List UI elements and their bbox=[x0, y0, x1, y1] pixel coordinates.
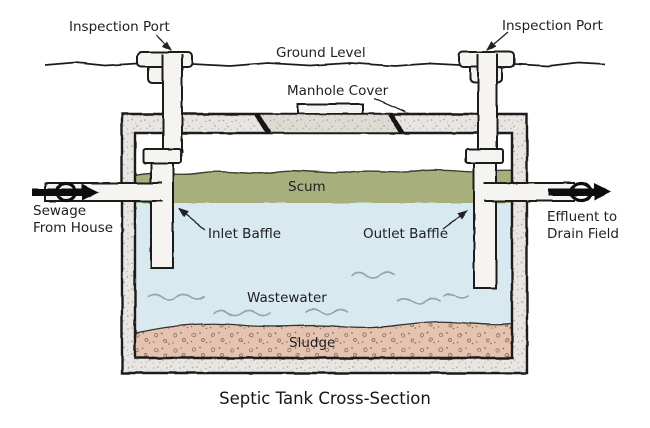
sludge-speckles bbox=[135, 321, 512, 358]
leader-inspection-port-right bbox=[486, 31, 509, 51]
label-sewage-line2: From House bbox=[33, 220, 113, 236]
label-inspection-port-right: Inspection Port bbox=[502, 18, 603, 34]
inflow-arrow-icon bbox=[82, 183, 99, 201]
outlet-baffle-pipe bbox=[473, 159, 497, 289]
label-sewage-line1: Sewage bbox=[33, 203, 86, 219]
label-ground-level: Ground Level bbox=[276, 45, 366, 61]
water-wave-squiggles bbox=[147, 271, 469, 317]
diagram-labels: Inspection Port Inspection Port Ground L… bbox=[33, 18, 619, 408]
outlet-baffle-cap bbox=[465, 148, 504, 164]
outlet-pipe-ring bbox=[569, 181, 593, 203]
leader-inlet-baffle bbox=[177, 208, 206, 231]
scum-layer bbox=[135, 170, 512, 203]
label-sludge: Sludge bbox=[289, 335, 335, 351]
inlet-baffle-pipe bbox=[150, 159, 174, 269]
leader-inspection-port-left bbox=[155, 34, 172, 51]
outlet-pipe-outline bbox=[484, 182, 575, 202]
inspection-riser-right bbox=[478, 53, 497, 153]
leader-outlet-baffle bbox=[442, 210, 469, 230]
tank-contents bbox=[135, 169, 512, 358]
leader-manhole-cover bbox=[373, 97, 407, 113]
label-outlet-baffle: Outlet Baffle bbox=[363, 226, 448, 242]
label-wastewater: Wastewater bbox=[247, 290, 327, 306]
manhole-cover-texture bbox=[255, 113, 404, 134]
label-manhole-cover: Manhole Cover bbox=[287, 83, 389, 99]
outflow-arrow-icon bbox=[594, 183, 611, 201]
manhole-cover-handle bbox=[297, 103, 364, 115]
sludge-top-edge bbox=[135, 321, 512, 334]
inspection-riser-right-outline bbox=[477, 54, 498, 153]
inspection-riser-left bbox=[163, 53, 182, 153]
inspection-riser-left-outline bbox=[162, 54, 183, 153]
label-inlet-baffle: Inlet Baffle bbox=[208, 226, 281, 242]
label-inspection-port-left: Inspection Port bbox=[69, 19, 170, 35]
ground-level-line bbox=[44, 61, 606, 67]
manhole-cover-joints bbox=[254, 112, 405, 135]
label-effluent-line2: Drain Field bbox=[547, 226, 619, 242]
label-effluent-line1: Effluent to bbox=[547, 209, 617, 225]
inlet-pipe-ring bbox=[54, 181, 78, 203]
outlet-pipe bbox=[484, 183, 575, 201]
figure-title: Septic Tank Cross-Section bbox=[219, 389, 431, 408]
inlet-baffle-cap bbox=[142, 148, 182, 164]
label-scum: Scum bbox=[288, 179, 326, 195]
